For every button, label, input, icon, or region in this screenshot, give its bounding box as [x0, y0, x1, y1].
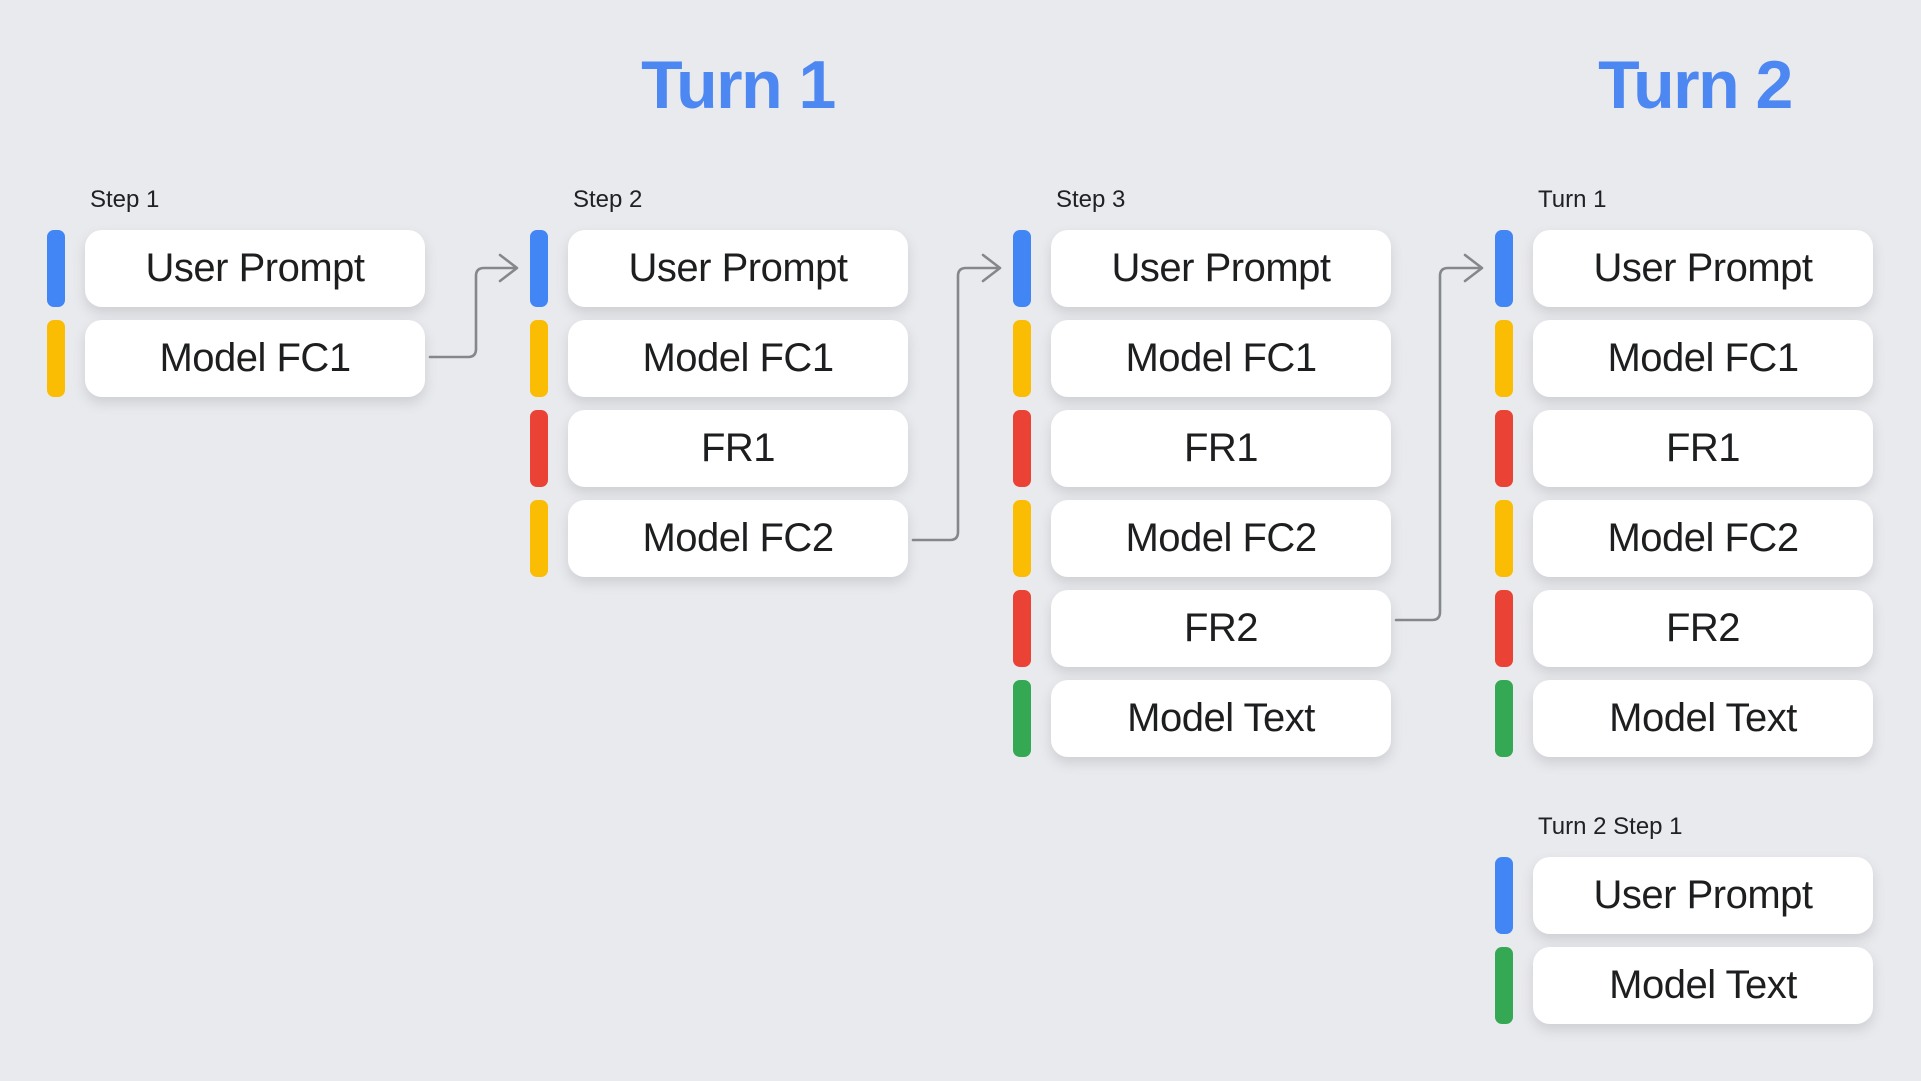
column-label: Turn 1	[1538, 186, 1607, 213]
column-turn-1-context: Turn 1 User Prompt Model FC1 FR1 Model F…	[1495, 186, 1873, 770]
user-prompt-color-bar	[1495, 230, 1513, 307]
block-row: Model FC1	[1495, 320, 1873, 397]
block-box: User Prompt	[568, 230, 908, 307]
block-label: Model FC2	[642, 516, 834, 560]
column-turn-2-step-1: Turn 2 Step 1 User Prompt Model Text	[1495, 813, 1873, 1037]
model-fc-color-bar	[530, 500, 548, 577]
arrow-step2-to-step3	[911, 253, 1002, 542]
block-row: Model Text	[1013, 680, 1391, 757]
block-label: Model Text	[1609, 696, 1797, 740]
function-response-color-bar	[530, 410, 548, 487]
block-label: Model Text	[1609, 963, 1797, 1007]
block-box: Model FC1	[1051, 320, 1391, 397]
arrow-step3-to-turn1	[1394, 253, 1484, 622]
block-box: Model Text	[1533, 947, 1873, 1024]
model-fc-color-bar	[1495, 320, 1513, 397]
block-row: User Prompt	[1013, 230, 1391, 307]
block-box: FR1	[1533, 410, 1873, 487]
model-fc-color-bar	[1013, 320, 1031, 397]
column-label: Step 1	[90, 186, 160, 213]
block-row: Model FC1	[530, 320, 908, 397]
block-label: Model FC1	[1607, 336, 1799, 380]
block-label: Model FC1	[642, 336, 834, 380]
block-box: FR1	[1051, 410, 1391, 487]
model-fc-color-bar	[1013, 500, 1031, 577]
turn-1-title: Turn 1	[641, 47, 836, 123]
block-box: Model FC1	[1533, 320, 1873, 397]
arrow-step1-to-step2	[428, 253, 519, 359]
model-fc-color-bar	[530, 320, 548, 397]
block-label: User Prompt	[1111, 246, 1332, 290]
block-box: FR1	[568, 410, 908, 487]
block-box: Model Text	[1533, 680, 1873, 757]
block-box: Model FC1	[85, 320, 425, 397]
block-box: User Prompt	[1533, 857, 1873, 934]
model-fc-color-bar	[47, 320, 65, 397]
block-row: FR1	[1495, 410, 1873, 487]
column-step-2: Step 2 User Prompt Model FC1 FR1 Model F…	[530, 186, 908, 590]
block-row: Model FC2	[1013, 500, 1391, 577]
column-label: Turn 2 Step 1	[1538, 813, 1683, 840]
user-prompt-color-bar	[530, 230, 548, 307]
block-row: FR2	[1495, 590, 1873, 667]
block-label: Model Text	[1127, 696, 1315, 740]
block-row: User Prompt	[530, 230, 908, 307]
block-row: Model FC2	[1495, 500, 1873, 577]
block-box: Model FC2	[1533, 500, 1873, 577]
column-label: Step 2	[573, 186, 643, 213]
block-row: FR1	[1013, 410, 1391, 487]
block-row: Model FC1	[47, 320, 425, 397]
user-prompt-color-bar	[1495, 857, 1513, 934]
block-row: Model FC2	[530, 500, 908, 577]
block-label: User Prompt	[1593, 873, 1814, 917]
block-label: Model FC2	[1125, 516, 1317, 560]
model-text-color-bar	[1495, 947, 1513, 1024]
block-label: User Prompt	[628, 246, 849, 290]
block-box: Model FC2	[1051, 500, 1391, 577]
block-row: Model Text	[1495, 947, 1873, 1024]
model-text-color-bar	[1495, 680, 1513, 757]
block-label: FR1	[1665, 426, 1741, 470]
block-label: User Prompt	[1593, 246, 1814, 290]
block-box: User Prompt	[1051, 230, 1391, 307]
block-row: User Prompt	[47, 230, 425, 307]
function-response-color-bar	[1013, 590, 1031, 667]
column-step-1: Step 1 User Prompt Model FC1	[47, 186, 425, 410]
block-row: Model Text	[1495, 680, 1873, 757]
block-row: FR2	[1013, 590, 1391, 667]
block-row: Model FC1	[1013, 320, 1391, 397]
block-label: FR1	[1183, 426, 1259, 470]
model-text-color-bar	[1013, 680, 1031, 757]
block-box: Model FC1	[568, 320, 908, 397]
user-prompt-color-bar	[47, 230, 65, 307]
block-row: User Prompt	[1495, 857, 1873, 934]
block-label: FR2	[1183, 606, 1259, 650]
user-prompt-color-bar	[1013, 230, 1031, 307]
block-label: Model FC1	[1125, 336, 1317, 380]
block-box: FR2	[1533, 590, 1873, 667]
column-step-3: Step 3 User Prompt Model FC1 FR1 Model F…	[1013, 186, 1391, 770]
block-label: FR1	[700, 426, 776, 470]
function-response-color-bar	[1495, 410, 1513, 487]
turn-2-title: Turn 2	[1598, 47, 1793, 123]
block-label: FR2	[1665, 606, 1741, 650]
function-response-color-bar	[1013, 410, 1031, 487]
block-box: User Prompt	[85, 230, 425, 307]
block-box: Model FC2	[568, 500, 908, 577]
block-label: Model FC2	[1607, 516, 1799, 560]
block-box: User Prompt	[1533, 230, 1873, 307]
block-label: User Prompt	[145, 246, 366, 290]
model-fc-color-bar	[1495, 500, 1513, 577]
block-row: User Prompt	[1495, 230, 1873, 307]
block-row: FR1	[530, 410, 908, 487]
block-label: Model FC1	[159, 336, 351, 380]
function-response-color-bar	[1495, 590, 1513, 667]
block-box: FR2	[1051, 590, 1391, 667]
column-label: Step 3	[1056, 186, 1126, 213]
block-box: Model Text	[1051, 680, 1391, 757]
